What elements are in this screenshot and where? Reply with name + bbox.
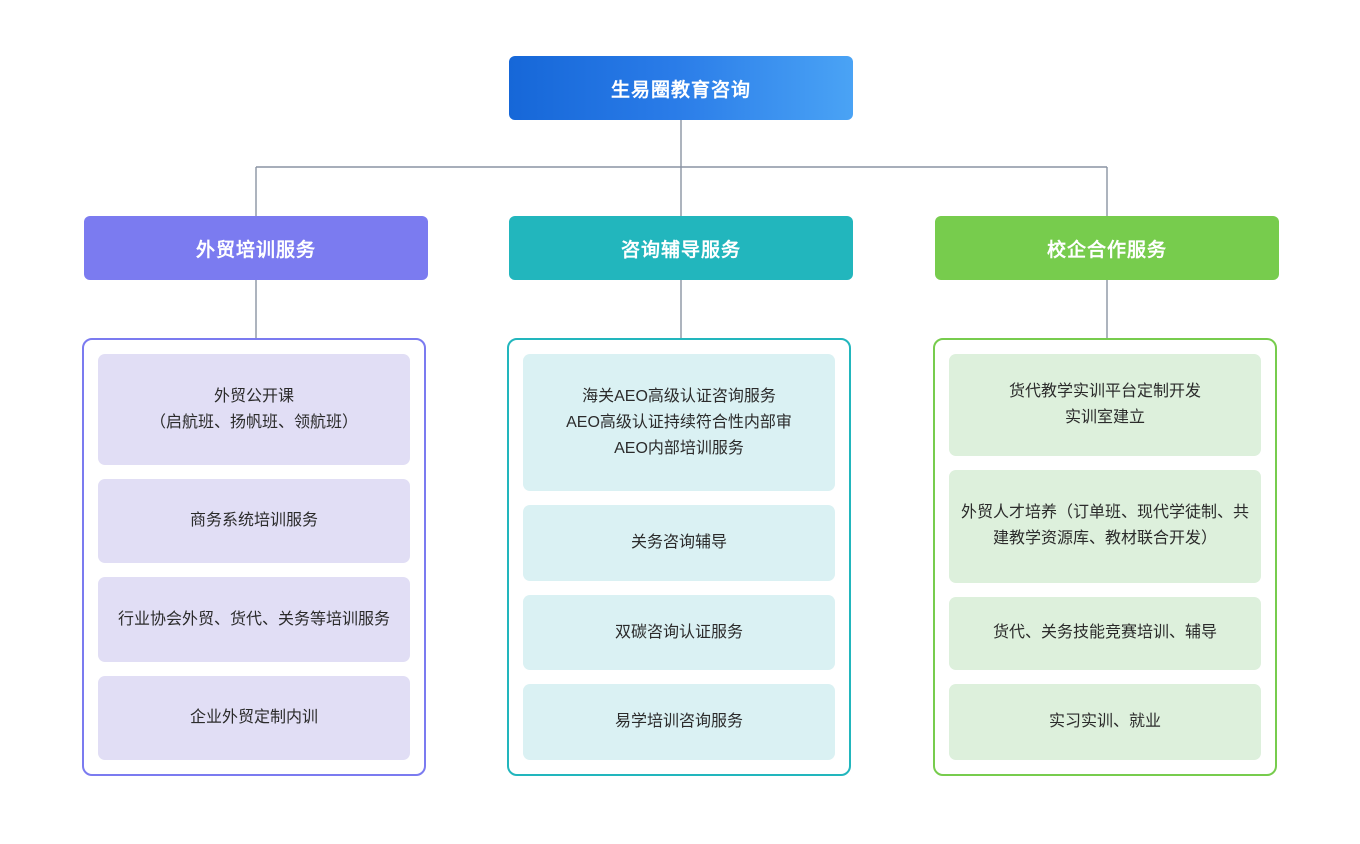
branch-header-1-label: 咨询辅导服务 [620,239,741,261]
root-node[interactable]: 生易圈教育咨询 [509,56,853,120]
branch-header-2-label: 校企合作服务 [1046,239,1167,261]
branch-header-0[interactable]: 外贸培训服务 [84,216,428,280]
branch-2-item-3[interactable]: 实习实训、就业 [949,684,1261,761]
branch-2-item-0[interactable]: 货代教学实训平台定制开发 实训室建立 [949,354,1261,456]
branch-header-0-label: 外贸培训服务 [195,239,316,261]
branch-header-1[interactable]: 咨询辅导服务 [509,216,853,280]
branch-group-2: 货代教学实训平台定制开发 实训室建立 外贸人才培养（订单班、现代学徒制、共建教学… [933,338,1277,776]
branch-2-item-1[interactable]: 外贸人才培养（订单班、现代学徒制、共建教学资源库、教材联合开发） [949,469,1261,583]
branch-header-2[interactable]: 校企合作服务 [935,216,1279,280]
branch-1-item-0[interactable]: 海关AEO高级认证咨询服务 AEO高级认证持续符合性内部审 AEO内部培训服务 [523,354,835,492]
branch-1-item-2[interactable]: 双碳咨询认证服务 [523,594,835,671]
branch-group-0: 外贸公开课 （启航班、扬帆班、领航班） 商务系统培训服务 行业协会外贸、货代、关… [82,338,426,776]
branch-0-item-3[interactable]: 企业外贸定制内训 [98,675,410,760]
branch-1-item-1[interactable]: 关务咨询辅导 [523,505,835,581]
branch-0-item-2[interactable]: 行业协会外贸、货代、关务等培训服务 [98,577,410,662]
root-node-label: 生易圈教育咨询 [610,79,751,101]
branch-0-item-0[interactable]: 外贸公开课 （启航班、扬帆班、领航班） [98,354,410,466]
branch-0-item-1[interactable]: 商务系统培训服务 [98,479,410,564]
branch-1-item-3[interactable]: 易学培训咨询服务 [523,684,835,760]
branch-group-1: 海关AEO高级认证咨询服务 AEO高级认证持续符合性内部审 AEO内部培训服务 … [507,338,851,776]
branch-2-item-2[interactable]: 货代、关务技能竞赛培训、辅导 [949,596,1261,671]
